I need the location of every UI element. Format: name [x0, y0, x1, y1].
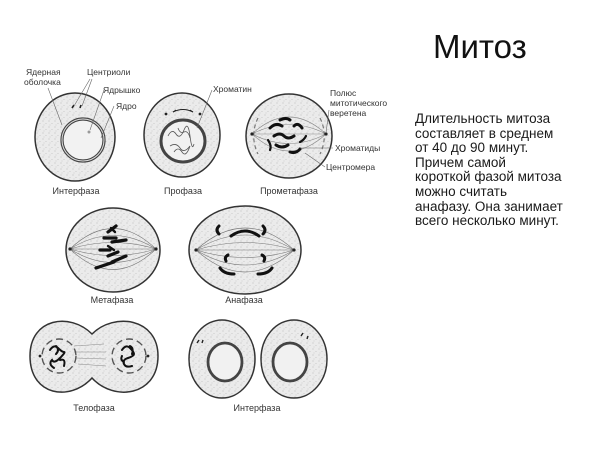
- label-centromere: Центромера: [326, 162, 375, 172]
- cell-metaphase: [65, 207, 161, 293]
- slide-description: Длительность митоза составляет в среднем…: [415, 111, 600, 229]
- description-line: всего несколько минут.: [415, 213, 559, 229]
- label-nuclear-envelope: оболочка: [24, 77, 61, 87]
- mitosis-diagram: Ядерная оболочка Центриоли Ядрышко Ядро …: [24, 67, 387, 413]
- label-spindle-pole: Полюс: [330, 88, 357, 98]
- description-line: анафазу. Она занимает: [415, 198, 563, 214]
- label-chromatin: Хроматин: [213, 84, 252, 94]
- caption-prometaphase: Прометафаза: [260, 186, 318, 196]
- cell-prometaphase: [245, 93, 333, 179]
- cell-interphase-1: [34, 92, 116, 182]
- description-line: короткой фазой митоза: [415, 169, 562, 185]
- caption-interphase-2: Интерфаза: [234, 403, 281, 413]
- label-spindle-pole: веретена: [330, 108, 367, 118]
- label-nucleolus: Ядрышко: [103, 85, 141, 95]
- description-line: составляет в среднем: [415, 125, 554, 141]
- caption-prophase: Профаза: [164, 186, 202, 196]
- description-line: Длительность митоза: [415, 111, 551, 126]
- caption-metaphase: Метафаза: [91, 295, 134, 305]
- description-line: Причем самой: [415, 154, 506, 170]
- label-chromatids: Хроматиды: [335, 143, 380, 153]
- caption-interphase-1: Интерфаза: [53, 186, 100, 196]
- slide-title: Митоз: [433, 28, 527, 65]
- description-line: от 40 до 90 минут.: [415, 140, 529, 156]
- label-nucleus: Ядро: [116, 101, 137, 111]
- cell-telophase: [29, 320, 159, 393]
- label-spindle-pole: митотического: [330, 98, 387, 108]
- label-nuclear-envelope: Ядерная: [26, 67, 61, 77]
- caption-anaphase: Анафаза: [225, 295, 262, 305]
- caption-telophase: Телофаза: [73, 403, 115, 413]
- cell-interphase-2: [188, 319, 328, 399]
- cell-anaphase: [188, 205, 302, 295]
- cell-prophase: [143, 92, 221, 178]
- label-centrioles: Центриоли: [87, 67, 131, 77]
- description-line: можно считать: [415, 183, 508, 199]
